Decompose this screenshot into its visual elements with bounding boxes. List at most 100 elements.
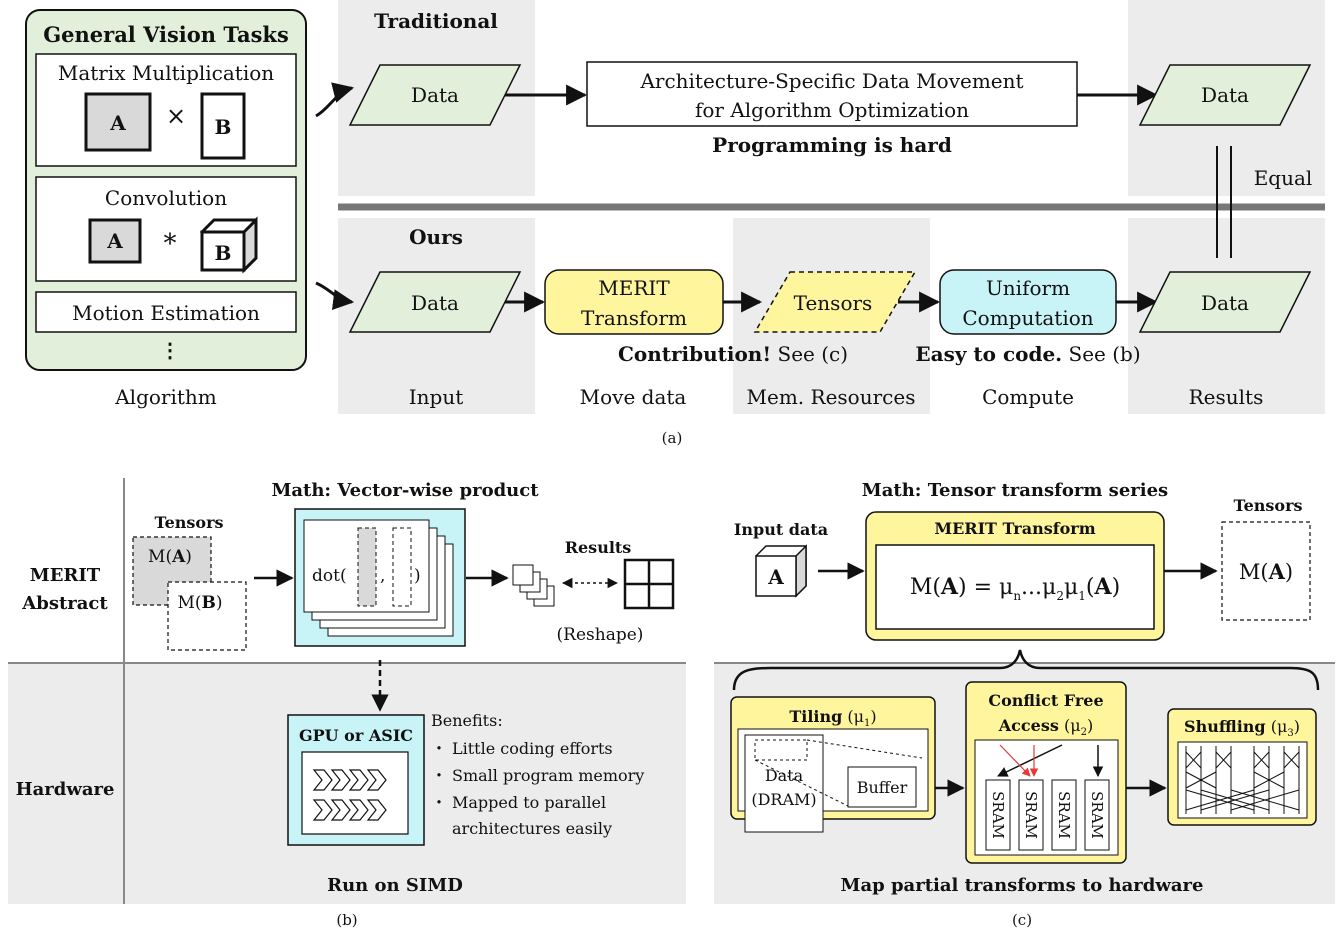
- c-map-note: Map partial transforms to hardware: [841, 875, 1204, 896]
- b-ma-label: M(A): [148, 547, 192, 567]
- b-dot-close: ): [414, 566, 421, 586]
- c-cube-a: [754, 544, 807, 598]
- b-results-stack: [512, 564, 555, 607]
- b-benefit-3: Mapped to parallel: [452, 793, 606, 812]
- c-access-arrow-1: [997, 744, 1063, 777]
- motion-label: Motion Estimation: [72, 301, 260, 325]
- trad-input-label: Data: [411, 83, 459, 107]
- trad-input-data: [348, 64, 522, 126]
- b-row-merit-1: MERIT: [30, 565, 101, 586]
- b-mb-label: M(B): [177, 593, 222, 613]
- c-access-arrow-2: [999, 744, 1031, 777]
- c-conflict-line1: Conflict Free: [988, 691, 1103, 710]
- b-bullet-2: ・: [431, 766, 447, 785]
- c-tile: [754, 739, 808, 761]
- c-sram-4-label: SRAM: [1088, 791, 1106, 839]
- c-sram-4: [1084, 779, 1110, 851]
- caption-b: (b): [336, 911, 357, 929]
- ours-input-data: [348, 271, 522, 333]
- b-benefit-4: architectures easily: [452, 819, 612, 838]
- c-tensors-value: M(A): [1239, 559, 1293, 584]
- matmul-label: Matrix Multiplication: [58, 61, 274, 85]
- c-math-title: Math: Tensor transform series: [862, 480, 1168, 501]
- c-data-line1: Data: [765, 766, 804, 785]
- arrow-to-traditional: [315, 82, 355, 118]
- motion-box: [35, 291, 297, 333]
- arrow-to-ours: [315, 281, 355, 311]
- b-dot-comma: ,: [380, 566, 385, 586]
- b-simd-label: Run on SIMD: [327, 875, 463, 896]
- trad-output-data: [1138, 64, 1312, 126]
- conv-b-cube: [199, 216, 258, 274]
- b-simd-lanes: [312, 769, 387, 821]
- c-conflict-line2: Access (μ2): [998, 716, 1093, 738]
- c-shuffling-title: Shuffling (μ3): [1184, 717, 1300, 739]
- contribution-note: Contribution! See (c): [618, 342, 848, 366]
- trad-process-line1: Architecture-Specific Data Movement: [639, 69, 1023, 93]
- col-move-data: Move data: [580, 385, 687, 409]
- c-brace: [732, 649, 1320, 691]
- c-sram-1-label: SRAM: [989, 791, 1007, 839]
- ours-label: Ours: [409, 225, 463, 249]
- ours-input-label: Data: [411, 291, 459, 315]
- conv-label: Convolution: [105, 186, 227, 210]
- b-row-hardware: Hardware: [16, 779, 115, 800]
- c-buffer-label: Buffer: [857, 778, 908, 797]
- c-sram-3-label: SRAM: [1055, 791, 1073, 839]
- c-tensors-box: [1221, 521, 1311, 621]
- col-input: Input: [409, 385, 464, 409]
- c-equation-box: [875, 544, 1155, 630]
- c-dram-box: [744, 734, 824, 833]
- merit-line1: MERIT: [598, 276, 670, 300]
- matrix-a-label: A: [109, 111, 126, 135]
- b-dot-open: dot(: [312, 566, 347, 586]
- uniform-line2: Computation: [962, 306, 1093, 330]
- caption-a: (a): [662, 429, 683, 447]
- c-shuffle-wires: [1185, 746, 1300, 814]
- uniform-line1: Uniform: [986, 276, 1070, 300]
- c-cube-a-label: A: [767, 565, 784, 589]
- merit-line2: Transform: [581, 306, 687, 330]
- trad-output-label: Data: [1201, 83, 1249, 107]
- times-symbol: ×: [166, 102, 186, 130]
- matrix-b-label: B: [215, 115, 232, 139]
- b-bullet-1: ・: [431, 739, 447, 758]
- b-mb-box: [167, 581, 247, 651]
- tensors-label: Tensors: [794, 291, 873, 315]
- c-sram-2: [1018, 779, 1044, 851]
- col-compute: Compute: [982, 385, 1074, 409]
- c-merit-title: MERIT Transform: [934, 519, 1095, 538]
- b-bullet-3: ・: [431, 793, 447, 812]
- b-benefit-2: Small program memory: [452, 766, 644, 785]
- c-sram-2-label: SRAM: [1022, 791, 1040, 839]
- b-math-title: Math: Vector-wise product: [271, 480, 539, 501]
- conv-star: *: [164, 229, 177, 259]
- matrix-b: [200, 92, 246, 160]
- c-data-line2: (DRAM): [751, 790, 816, 809]
- b-results-label: Results: [565, 538, 632, 557]
- easy-note: Easy to code. See (b): [915, 342, 1140, 366]
- b-benefit-1: Little coding efforts: [452, 739, 613, 758]
- c-shuffle-network: [1177, 741, 1308, 819]
- col-algorithm: Algorithm: [114, 385, 217, 409]
- c-tensors-label: Tensors: [1234, 496, 1303, 515]
- conv-b-label: B: [215, 241, 232, 265]
- tensors-shape: [753, 271, 917, 333]
- conv-a-label: A: [106, 229, 123, 253]
- b-reshape-label: (Reshape): [557, 625, 644, 645]
- equal-label: Equal: [1254, 166, 1313, 190]
- ours-output-data: [1138, 271, 1312, 333]
- trad-process-line2: for Algorithm Optimization: [695, 98, 969, 122]
- b-vec-b: [392, 527, 412, 607]
- programming-hard-note: Programming is hard: [712, 133, 952, 157]
- c-input-data-label: Input data: [734, 520, 828, 539]
- c-equation: M(A) = μn...μ2μ1(A): [910, 574, 1120, 603]
- c-sram-1: [985, 779, 1011, 851]
- caption-c: (c): [1012, 911, 1032, 929]
- b-row-merit-2: Abstract: [21, 593, 108, 614]
- c-sram-3: [1051, 779, 1077, 851]
- matmul-box: [35, 53, 297, 167]
- matrix-a: [84, 92, 152, 152]
